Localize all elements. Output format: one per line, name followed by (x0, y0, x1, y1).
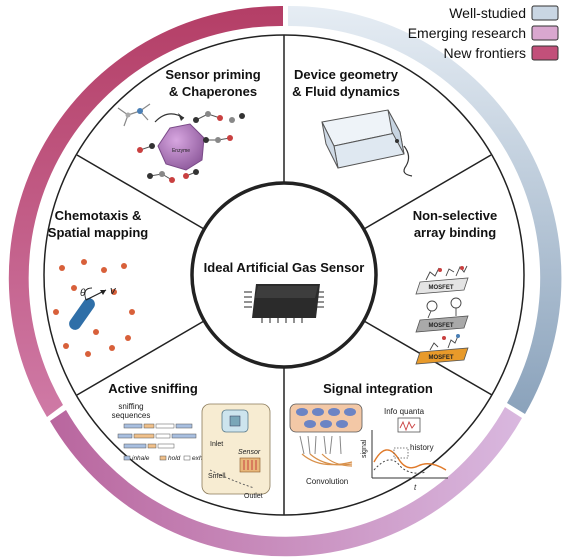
chemotaxis-title-line2: Spatial mapping (48, 225, 148, 240)
sniffing-sequences-line2: sequences (112, 411, 151, 420)
legend-label-well-studied: Well-studied (449, 5, 526, 21)
sector-array-binding: Non-selective array binding MOSFET (413, 208, 498, 365)
legend-swatch-well-studied (531, 5, 559, 21)
ring-left-new-frontiers (8, 5, 283, 418)
enzyme-icon (157, 123, 205, 171)
sector-chemotaxis: Chemotaxis & Spatial mapping v θ (48, 208, 148, 357)
priming-title-line2: & Chaperones (169, 84, 257, 99)
legend-item-emerging-research: Emerging research (408, 25, 559, 41)
sector-sensor-priming: Sensor priming & Chaperones Enzyme (117, 67, 261, 183)
enzyme-label: Enzyme (172, 148, 190, 154)
center-hub (190, 181, 378, 369)
sniff-chamber-icon (201, 403, 271, 495)
receptor-molecule-icon (117, 103, 151, 127)
chip-icon (244, 284, 324, 323)
signal-axis-label: signal (361, 439, 368, 458)
ring-right-well-studied (288, 5, 562, 414)
array-title-line1: Non-selective (413, 208, 498, 223)
smell-label: Smell (208, 473, 226, 480)
bacterium-icon (69, 287, 107, 330)
outlet-label: Outlet (244, 493, 263, 500)
legend: Well-studied Emerging research New front… (408, 5, 559, 61)
odor-particles-icon (53, 259, 135, 357)
legend-swatch-new-frontiers (531, 45, 559, 61)
velocity-label: v (110, 285, 117, 297)
inlet-label: Inlet (210, 441, 223, 448)
priming-title-line1: Sensor priming (165, 67, 260, 82)
device-housing-icon (321, 109, 413, 177)
legend-swatch-emerging-research (531, 25, 559, 41)
receptor-cells-icon (289, 403, 363, 467)
sensor-label: Sensor (238, 449, 261, 456)
legend-item-new-frontiers: New frontiers (444, 45, 559, 61)
theta-label: θ (80, 288, 86, 299)
sector-signal-integration: Signal integration Convolution (289, 381, 448, 492)
history-label: history (410, 443, 434, 452)
array-chip-label-2: MOSFET (429, 323, 454, 329)
array-title-line2: array binding (414, 225, 496, 240)
geometry-title-line1: Device geometry (294, 67, 399, 82)
chemotaxis-title-line1: Chemotaxis & (55, 208, 142, 223)
inhale-label: inhale (132, 455, 150, 462)
time-axis-label: t (414, 483, 417, 492)
sniff-sequence-bars-icon (117, 423, 197, 461)
sector-device-geometry: Device geometry & Fluid dynamics (292, 67, 413, 177)
odorant-molecules-icon (137, 111, 245, 183)
center-title: Ideal Artificial Gas Sensor (204, 260, 365, 275)
legend-label-emerging-research: Emerging research (408, 25, 526, 41)
array-chip-label-1: MOSFET (429, 285, 454, 291)
signal-plot-icon (371, 417, 448, 479)
convolution-label: Convolution (306, 477, 348, 486)
sector-active-sniffing: Active sniffing sniffing sequences inhal… (108, 381, 271, 500)
sniffing-title: Active sniffing (108, 381, 198, 396)
ring-bottom-emerging (50, 407, 522, 557)
sector-dividers (76, 35, 493, 515)
array-chip-label-3: MOSFET (429, 355, 454, 361)
sniffing-sequences-line1: sniffing (118, 402, 143, 411)
geometry-title-line2: & Fluid dynamics (292, 84, 400, 99)
signal-title: Signal integration (323, 381, 433, 396)
legend-label-new-frontiers: New frontiers (444, 45, 526, 61)
hold-label: hold (168, 455, 181, 462)
legend-item-well-studied: Well-studied (449, 5, 559, 21)
sensor-array-icon (415, 265, 469, 365)
info-quanta-label: Info quanta (384, 407, 425, 416)
